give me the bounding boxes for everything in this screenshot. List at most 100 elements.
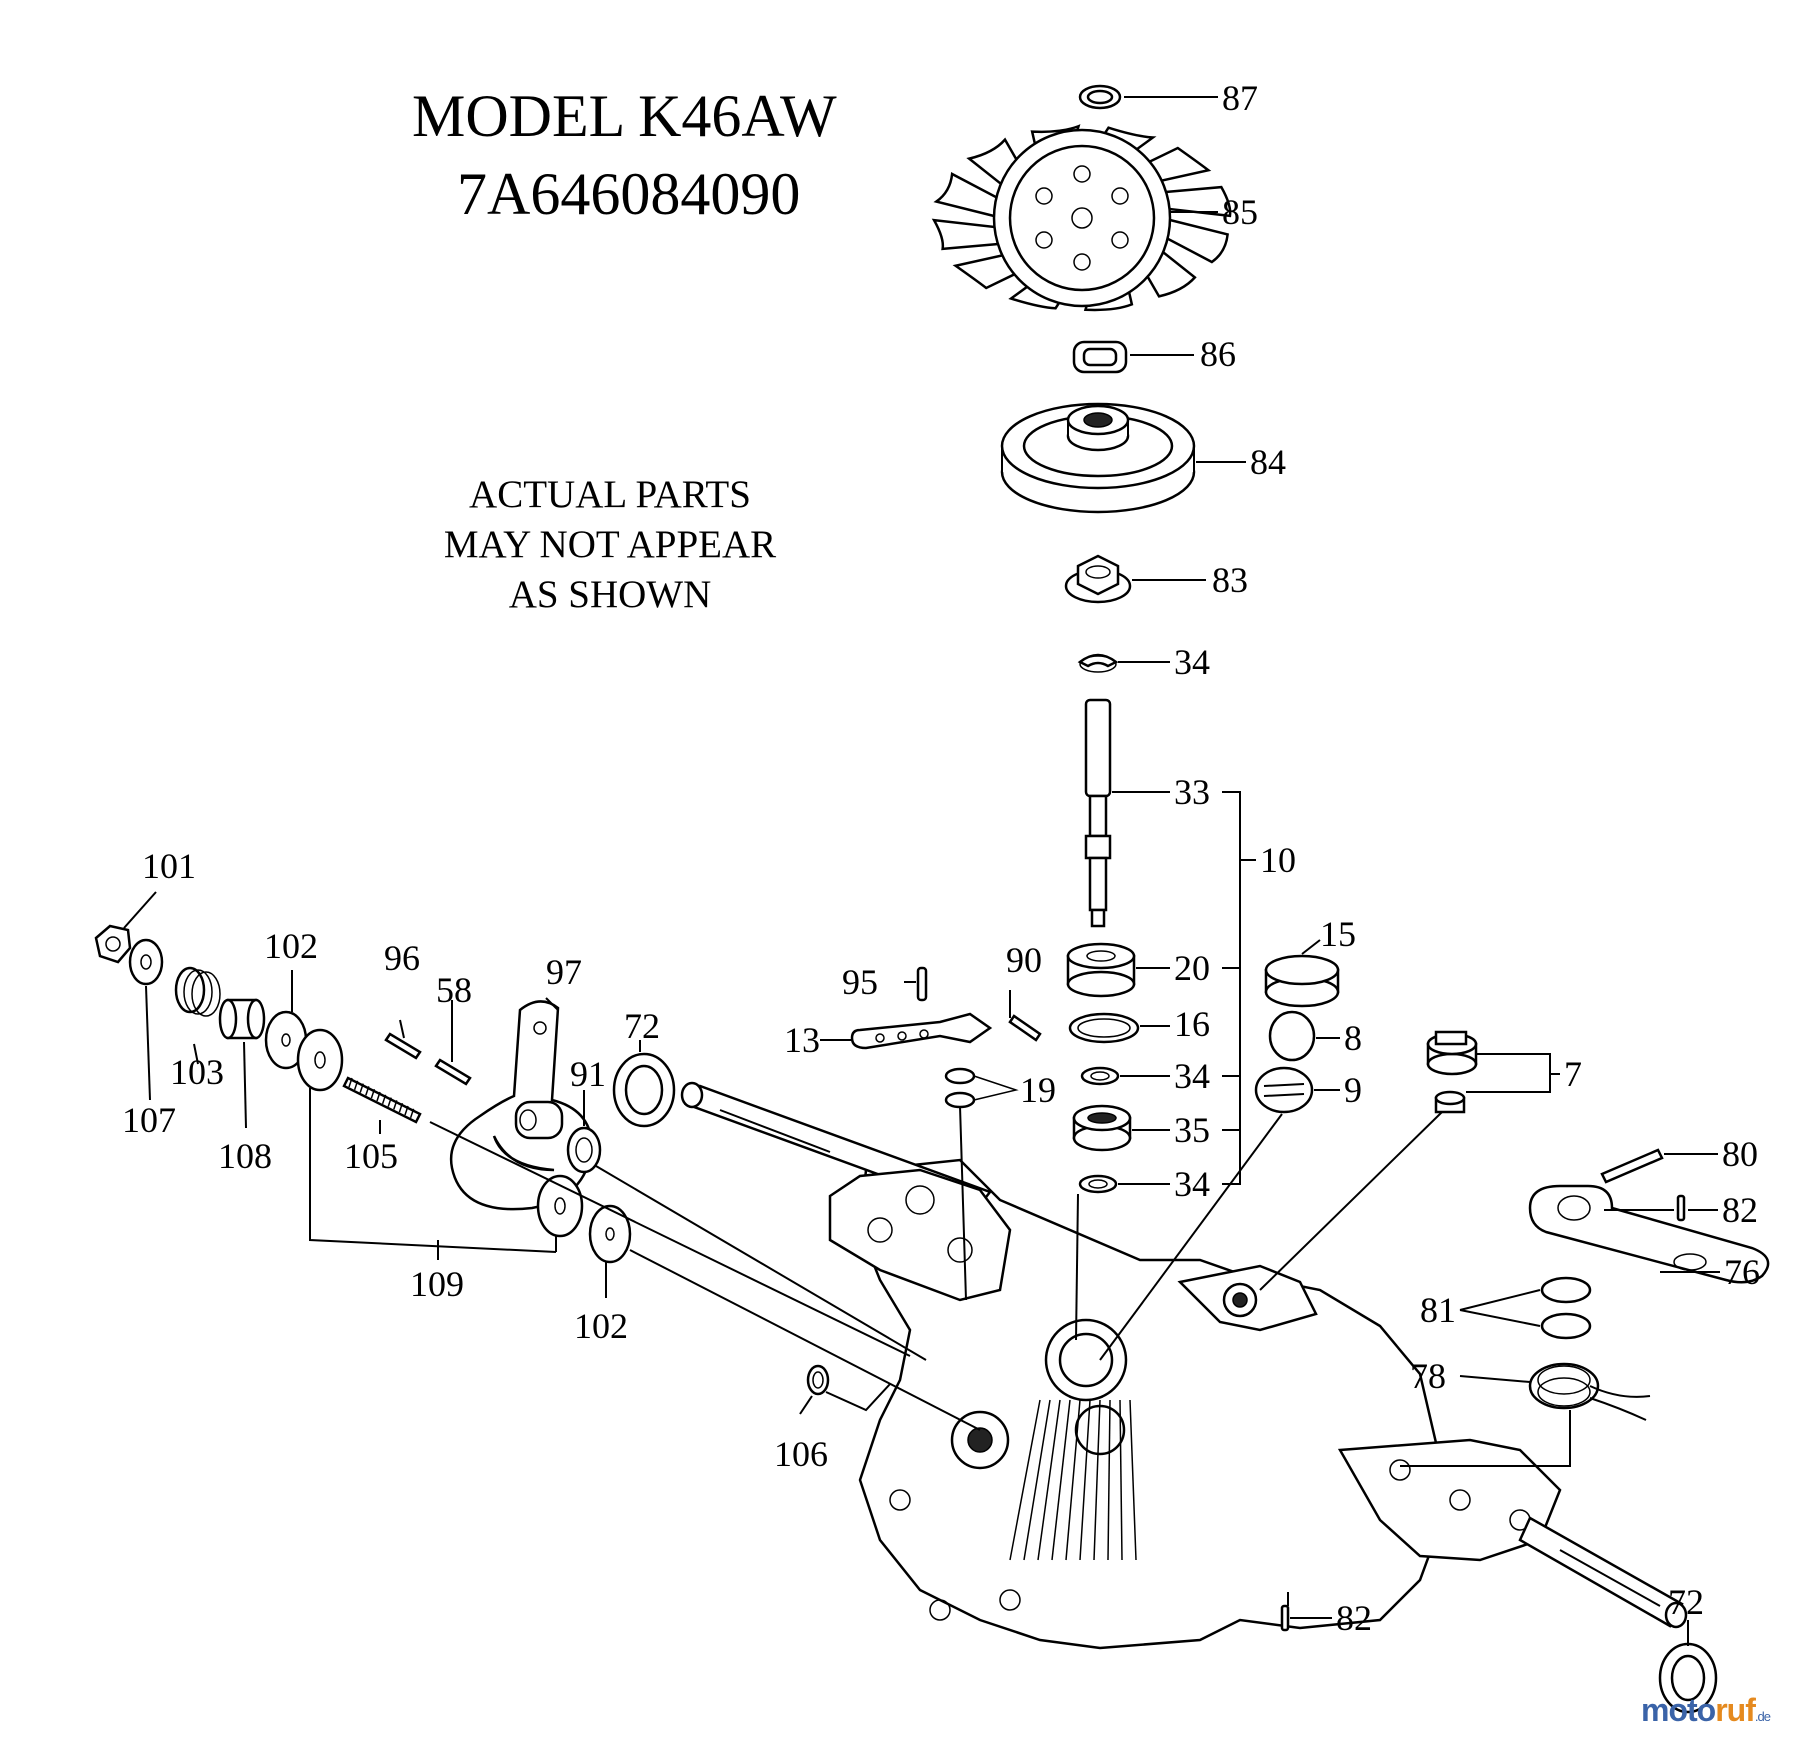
disclaimer-line: ACTUAL PARTS [469,473,751,516]
bolt-thread [398,1102,404,1113]
e-clip-part-34 [1078,1174,1118,1194]
callout-15: 15 [1320,914,1356,954]
fan-part-85 [931,124,1232,312]
callout-96: 96 [384,938,420,978]
callout-13: 13 [784,1020,820,1060]
bolt-thread [387,1097,392,1107]
callout-72: 72 [1668,1582,1704,1622]
callout-82: 82 [1336,1598,1372,1638]
callout-91: 91 [570,1054,606,1094]
callout-90: 90 [1006,940,1042,980]
pin-part-95 [916,966,928,1002]
seal-part-91 [566,1126,602,1174]
model-number: 7A646084090 [457,161,801,227]
callout-107: 107 [122,1100,176,1140]
callout-103: 103 [170,1052,224,1092]
bolt-thread [376,1091,381,1102]
housing-rib [1051,1399,1071,1561]
callout-87: 87 [1222,78,1258,118]
callout-81: 81 [1420,1290,1456,1330]
input-shaft-part-33 [1084,698,1112,928]
bolt-part-105 [342,1076,422,1124]
bolt-thread [381,1094,387,1105]
pin-part-58 [434,1058,472,1086]
callout-108: 108 [218,1136,272,1176]
torsion-spring-part-78 [1528,1362,1651,1421]
bolt-thread [365,1086,370,1096]
watermark-text: moto [1641,1692,1716,1728]
housing-rib [1037,1399,1061,1561]
callout-19: 19 [1020,1070,1056,1110]
pulley-part-84 [1000,402,1196,514]
callout-34: 34 [1174,1056,1210,1096]
callout-34: 34 [1174,642,1210,682]
bolt-thread [404,1105,409,1116]
e-clip-part-34 [1080,1066,1120,1086]
callout-95: 95 [842,962,878,1002]
housing-rib [1079,1399,1091,1561]
pin-part-96 [384,1032,422,1060]
spacer-part-108 [218,998,266,1040]
bypass-arm-part-76 [1528,1184,1770,1284]
callout-106: 106 [774,1434,828,1474]
washer-part-86 [1072,340,1128,374]
ring-part-106 [806,1364,830,1396]
bolt-thread [370,1088,376,1099]
bolt-thread [353,1080,359,1091]
disclaimer-line: AS SHOWN [508,573,712,616]
callout-34: 34 [1174,1164,1210,1204]
bolt-thread [393,1100,398,1110]
callout-102: 102 [574,1306,628,1346]
nut-part-101 [94,924,132,964]
transaxle-housing [858,1158,1562,1650]
washer-part-81 [1540,1276,1592,1340]
disclaimer-line: MAY NOT APPEAR [443,523,777,566]
callout-105: 105 [344,1136,398,1176]
cap-part-15 [1264,954,1340,1008]
callout-78: 78 [1410,1356,1446,1396]
model-title: MODEL K46AW [412,83,837,149]
callout-101: 101 [142,846,196,886]
callout-7: 7 [1564,1054,1582,1094]
callout-97: 97 [546,952,582,992]
housing-rib [1065,1399,1081,1561]
housing-rib [1119,1399,1123,1561]
callout-58: 58 [436,970,472,1010]
washer-part-107 [128,938,164,986]
fan-blade [931,218,1015,251]
housing-rib [1107,1399,1111,1561]
right-axle [1518,1516,1688,1629]
callout-82: 82 [1722,1190,1758,1230]
callout-10: 10 [1260,840,1296,880]
cam-plate-part-97 [449,1000,594,1211]
control-arm-part-13 [850,1012,993,1050]
housing-rib [1009,1399,1041,1561]
housing-rib [1023,1399,1051,1561]
callout-20: 20 [1174,948,1210,988]
seal-part-72 [1658,1642,1718,1714]
bolt-thread [348,1077,353,1088]
callout-labels: 87 85 86 84 83 34 33 10 20 15 16 8 34 9 … [122,78,1760,1638]
spring-part-103 [174,966,221,1017]
pin-part-82 [1676,1194,1686,1222]
pin-part-80 [1600,1148,1664,1184]
bolt-thread [409,1108,415,1119]
retaining-ring-part-16 [1068,1012,1140,1044]
fan-blade [1149,185,1232,218]
callout-85: 85 [1222,192,1258,232]
callout-16: 16 [1174,1004,1210,1044]
callout-72: 72 [624,1006,660,1046]
e-clip-part-34 [1077,653,1119,673]
callout-9: 9 [1344,1070,1362,1110]
fan-blade [933,172,1008,220]
housing-rib [1093,1399,1101,1561]
callout-109: 109 [410,1264,464,1304]
friction-disc-part-102 [588,1204,632,1264]
pin-part-90 [1008,1014,1042,1042]
callout-102: 102 [264,926,318,966]
callout-80: 80 [1722,1134,1758,1174]
callout-76: 76 [1724,1252,1760,1292]
callout-8: 8 [1344,1018,1362,1058]
